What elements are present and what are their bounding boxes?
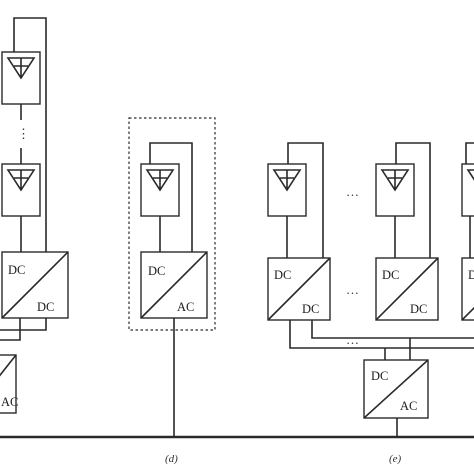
converter-input-label: DC <box>382 268 399 282</box>
inverter-input-label: DC <box>371 369 388 383</box>
inverter-output-label: AC <box>177 300 194 314</box>
horizontal-ellipsis: … <box>346 282 359 297</box>
pv-panel-icon <box>461 163 474 217</box>
converter-input-label: DC <box>468 268 474 282</box>
string-topology-c: ⋮ DC DC AC <box>0 17 69 414</box>
inverter-output-label: AC <box>400 399 417 413</box>
converter-output-label: DC <box>410 302 427 316</box>
module-boundary <box>128 117 216 331</box>
dc-dc-converter-icon: DC <box>461 257 474 321</box>
pv-panel-icon <box>140 163 180 217</box>
pv-panel-icon <box>1 51 41 105</box>
inverter-output-label: AC <box>1 395 18 409</box>
dc-ac-inverter-icon: DC AC <box>140 251 208 319</box>
vertical-ellipsis: ⋮ <box>17 126 30 141</box>
caption-e: (e) <box>389 453 402 465</box>
module-integrated-topology-d: DC AC (d) <box>128 117 216 465</box>
horizontal-ellipsis: … <box>346 332 359 347</box>
converter-output-label: DC <box>37 300 54 314</box>
dc-ac-inverter-icon: DC AC <box>363 359 429 419</box>
horizontal-ellipsis: … <box>346 184 359 199</box>
converter-input-label: DC <box>274 268 291 282</box>
dc-dc-converter-icon: DC DC <box>1 251 69 319</box>
pv-panel-icon <box>267 163 307 217</box>
converter-input-label: DC <box>8 263 25 277</box>
caption-d: (d) <box>165 453 178 465</box>
multi-string-topology-e: DC DC … … … DC DC DC <box>267 142 474 465</box>
converter-output-label: DC <box>302 302 319 316</box>
dc-ac-inverter-icon: AC <box>0 354 18 414</box>
pv-panel-icon <box>375 163 415 217</box>
pv-panel-icon <box>1 163 41 217</box>
dc-dc-converter-icon: DC DC <box>267 257 331 321</box>
inverter-input-label: DC <box>148 264 165 278</box>
dc-dc-converter-icon: DC DC <box>375 257 439 321</box>
